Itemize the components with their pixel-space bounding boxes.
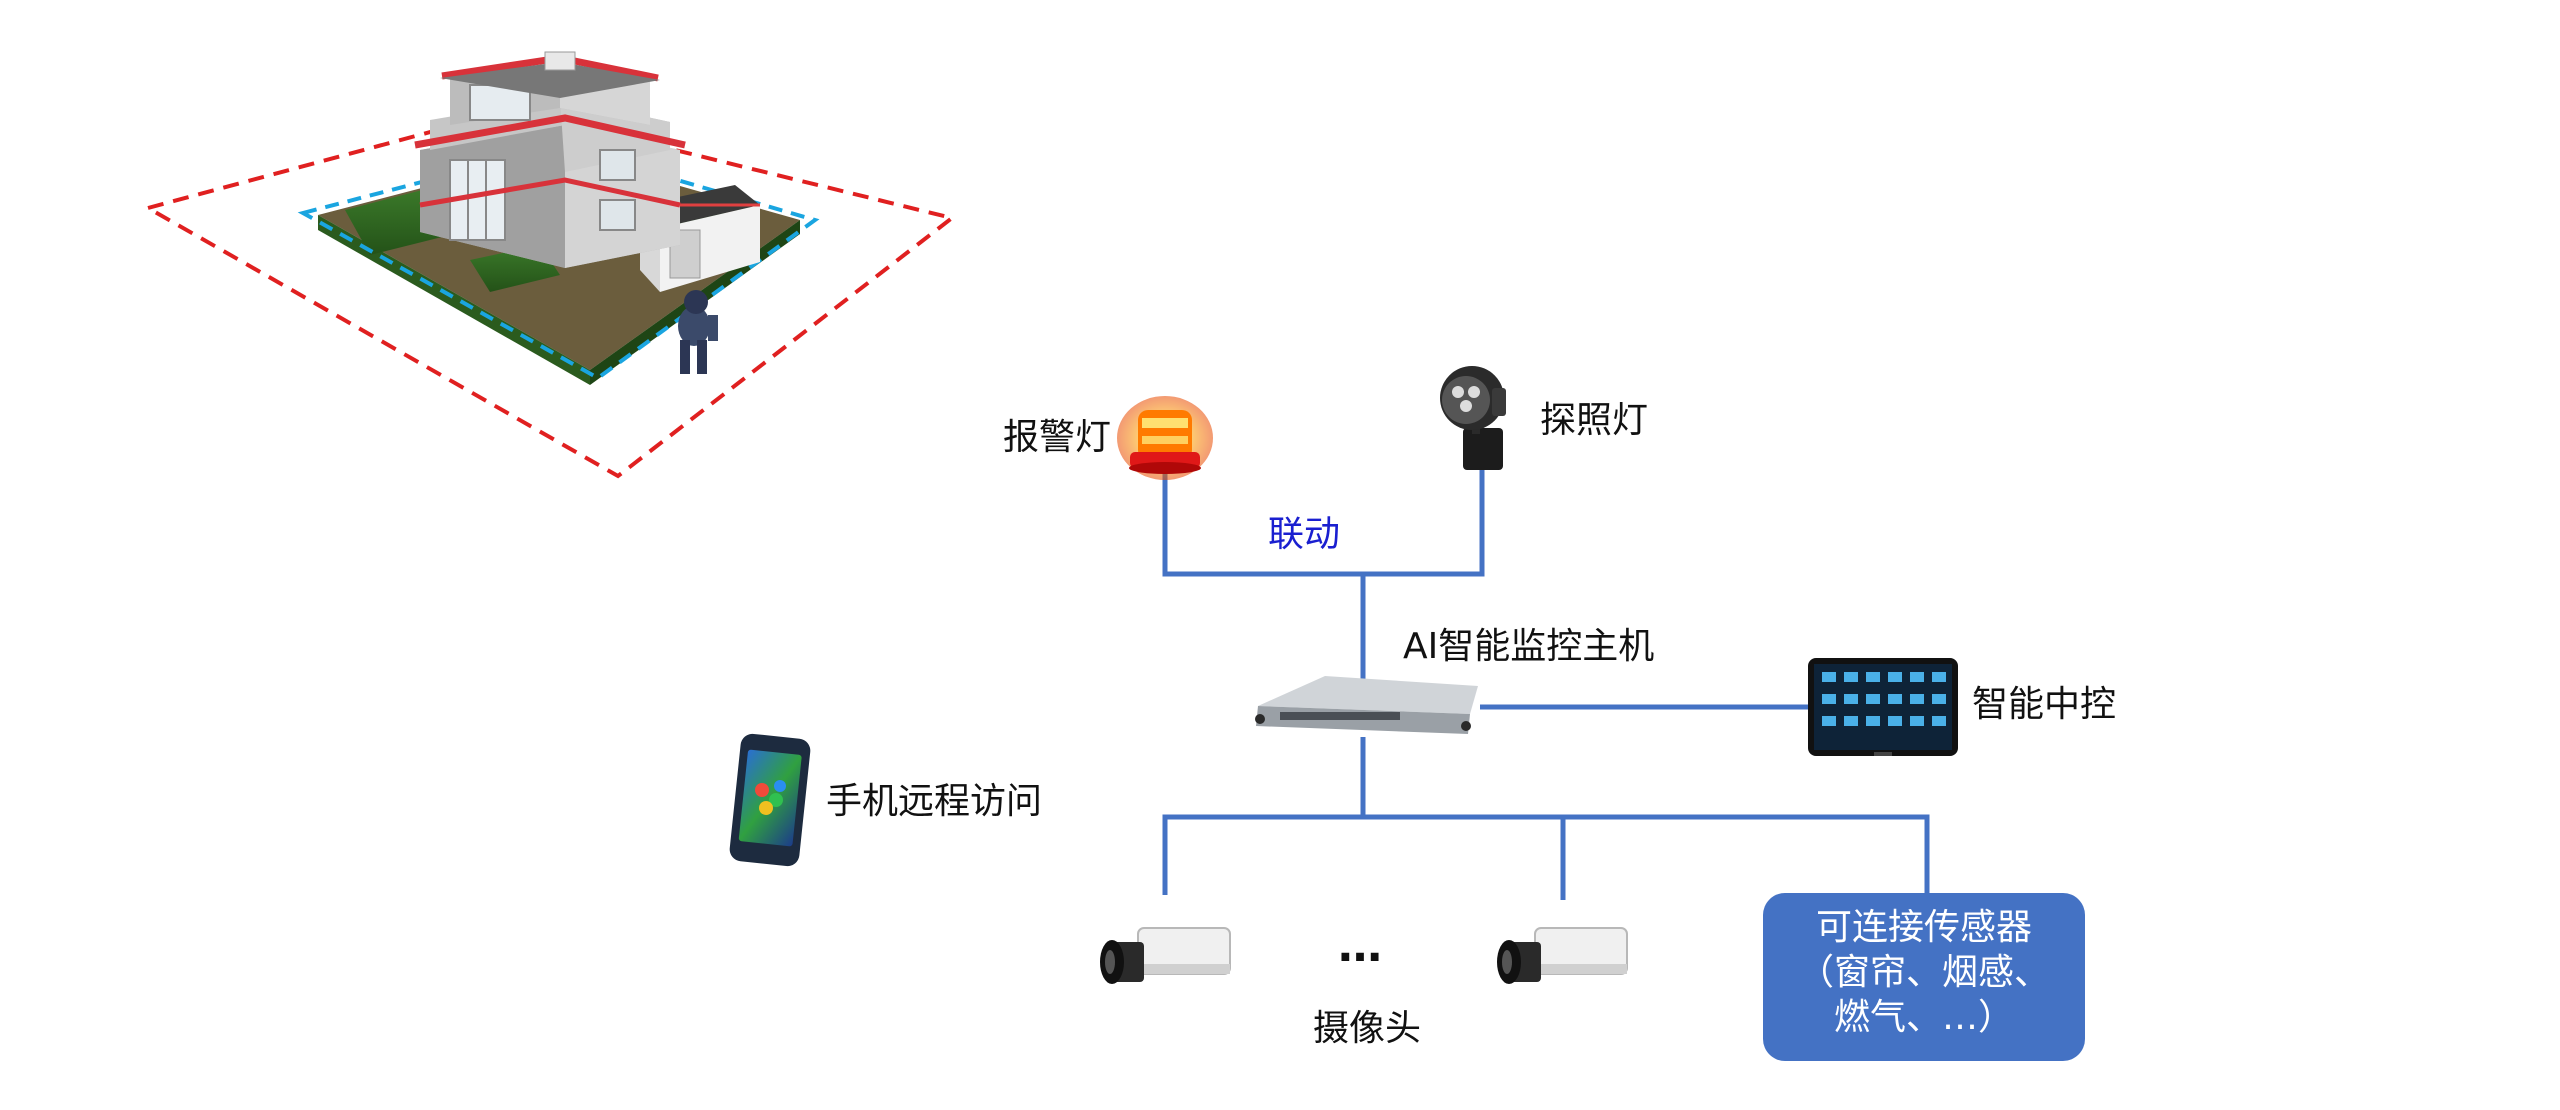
sensor-box: 可连接传感器 （窗帘、烟感、 燃气、…） xyxy=(1763,893,2085,1061)
smart-control-tablet-icon xyxy=(1808,658,1958,756)
linkage-label: 联动 xyxy=(1268,514,1341,555)
connector-lines xyxy=(1162,470,1930,900)
house xyxy=(414,51,686,268)
ai-host-device-icon xyxy=(1255,676,1478,734)
alarm-light-icon xyxy=(1117,396,1213,480)
camera-icon xyxy=(1497,927,1628,984)
alarm-link-line xyxy=(1162,470,1485,577)
search-light-icon xyxy=(1440,366,1506,470)
inner-perimeter xyxy=(297,143,820,381)
intruder-figure xyxy=(678,290,718,374)
camera-label: 摄像头 xyxy=(1313,1008,1422,1049)
camera-icon xyxy=(1100,927,1231,984)
search-light-label: 探照灯 xyxy=(1540,400,1649,441)
phone-icon xyxy=(729,733,811,867)
outer-perimeter xyxy=(142,107,957,479)
ellipsis-label: … xyxy=(1338,921,1382,972)
sensor-box-line: （窗帘、烟感、 xyxy=(1797,952,2050,993)
sensor-box-line: 可连接传感器 xyxy=(1815,907,2032,948)
sensor-box-line: 燃气、…） xyxy=(1833,997,2014,1038)
phone-remote-label: 手机远程访问 xyxy=(826,781,1043,822)
smart-control-label: 智能中控 xyxy=(1972,684,2117,725)
ai-host-label: AI智能监控主机 xyxy=(1403,626,1655,667)
house-illustration xyxy=(142,51,957,479)
alarm-light-label: 报警灯 xyxy=(1003,417,1112,458)
device-bus-line xyxy=(1162,814,1930,895)
